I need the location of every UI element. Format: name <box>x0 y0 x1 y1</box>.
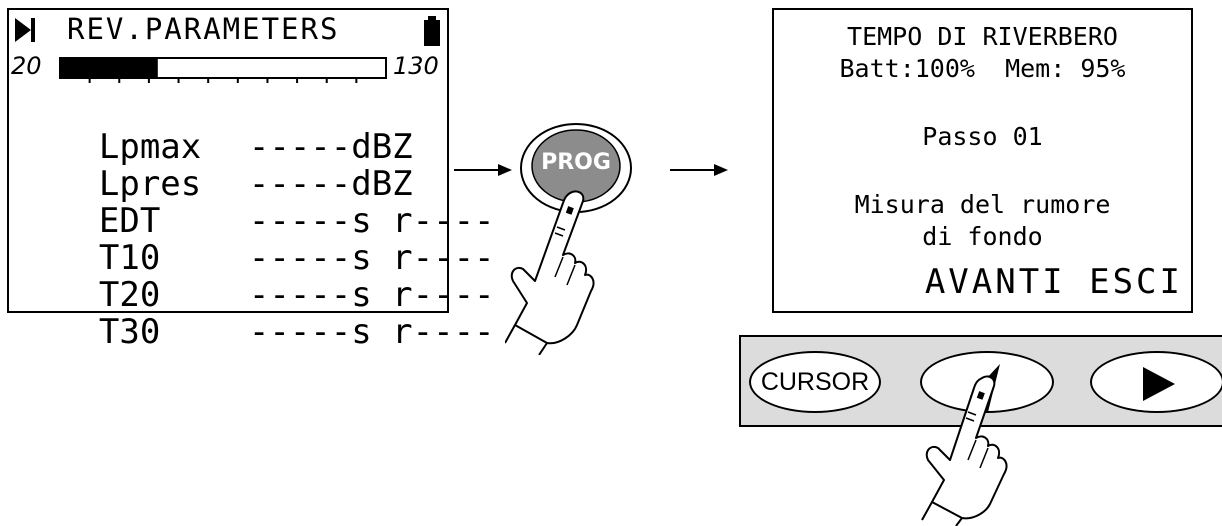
param-name: EDT <box>98 201 161 241</box>
param-name: T30 <box>98 312 161 352</box>
level-bar <box>59 57 387 83</box>
param-value: -----s r---- <box>248 201 495 241</box>
param-name: T20 <box>98 275 161 315</box>
param-value: -----dBZ <box>248 127 413 167</box>
param-name: T10 <box>98 238 161 278</box>
param-value: -----s r---- <box>248 312 495 352</box>
play-icon <box>15 18 35 42</box>
param-value: -----s r---- <box>248 275 495 315</box>
softkey-labels: AVANTI ESCI <box>924 262 1183 302</box>
pressing-hand-icon <box>921 364 1008 526</box>
pressing-hand-icon <box>505 190 595 355</box>
arrow-right-icon <box>454 164 512 176</box>
param-value: -----s r---- <box>248 238 495 278</box>
arrow-right-icon <box>670 164 728 176</box>
right-arrow-button[interactable] <box>1090 351 1222 413</box>
display-header-title: REV.PARAMETERS <box>67 12 340 46</box>
param-row-edt: EDT -----s r---- <box>17 170 495 272</box>
message-line-1: Misura del rumore <box>854 190 1111 219</box>
scale-min-label: 20 <box>11 52 42 80</box>
level-bar-fill <box>60 58 158 78</box>
reverb-time-display: TEMPO DI RIVERBERO Batt:100% Mem: 95% Pa… <box>772 8 1193 313</box>
param-value: -----dBZ <box>248 164 413 204</box>
step-label: Passo 01 <box>922 122 1043 151</box>
status-line: Batt:100% Mem: 95% <box>839 54 1126 83</box>
message-line-2: di fondo <box>922 222 1043 251</box>
prog-button[interactable]: PROG <box>532 150 620 186</box>
play-right-icon <box>1143 367 1175 401</box>
battery-icon <box>424 16 440 46</box>
cursor-button-label: CURSOR <box>760 368 870 396</box>
param-row-lpres: Lpres -----dBZ <box>17 133 413 235</box>
cursor-button[interactable]: CURSOR <box>749 351 881 413</box>
param-name: Lpres <box>98 164 202 204</box>
param-row-t30: T30 -----s r---- <box>17 281 495 383</box>
param-row-t10: T10 -----s r---- <box>17 207 495 309</box>
param-row-t20: T20 -----s r---- <box>17 244 495 346</box>
scale-max-label: 130 <box>393 52 439 80</box>
param-name: Lpmax <box>98 127 202 167</box>
param-row-lpmax: Lpmax -----dBZ <box>17 96 413 198</box>
level-bar-ticks <box>88 78 358 83</box>
prog-button-graphic <box>520 123 632 213</box>
prog-button-label: PROG <box>541 150 611 175</box>
display-title: TEMPO DI RIVERBERO <box>847 22 1118 51</box>
rev-parameters-display: REV.PARAMETERS 20 130 Lpmax -----dBZ Lpre… <box>7 8 495 349</box>
